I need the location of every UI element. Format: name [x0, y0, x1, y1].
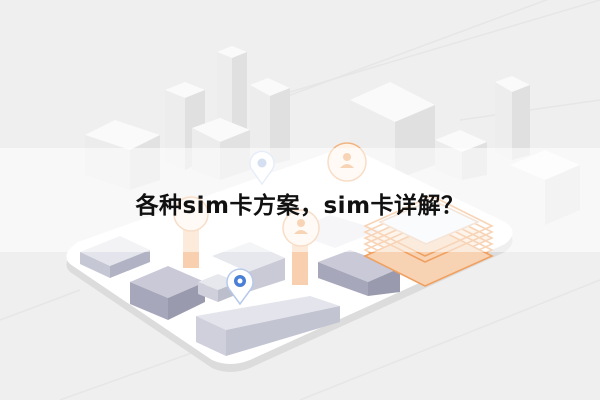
location-pin-icon — [226, 268, 254, 306]
page-title: 各种sim卡方案，sim卡详解？ — [135, 193, 465, 219]
title-band — [0, 148, 600, 252]
